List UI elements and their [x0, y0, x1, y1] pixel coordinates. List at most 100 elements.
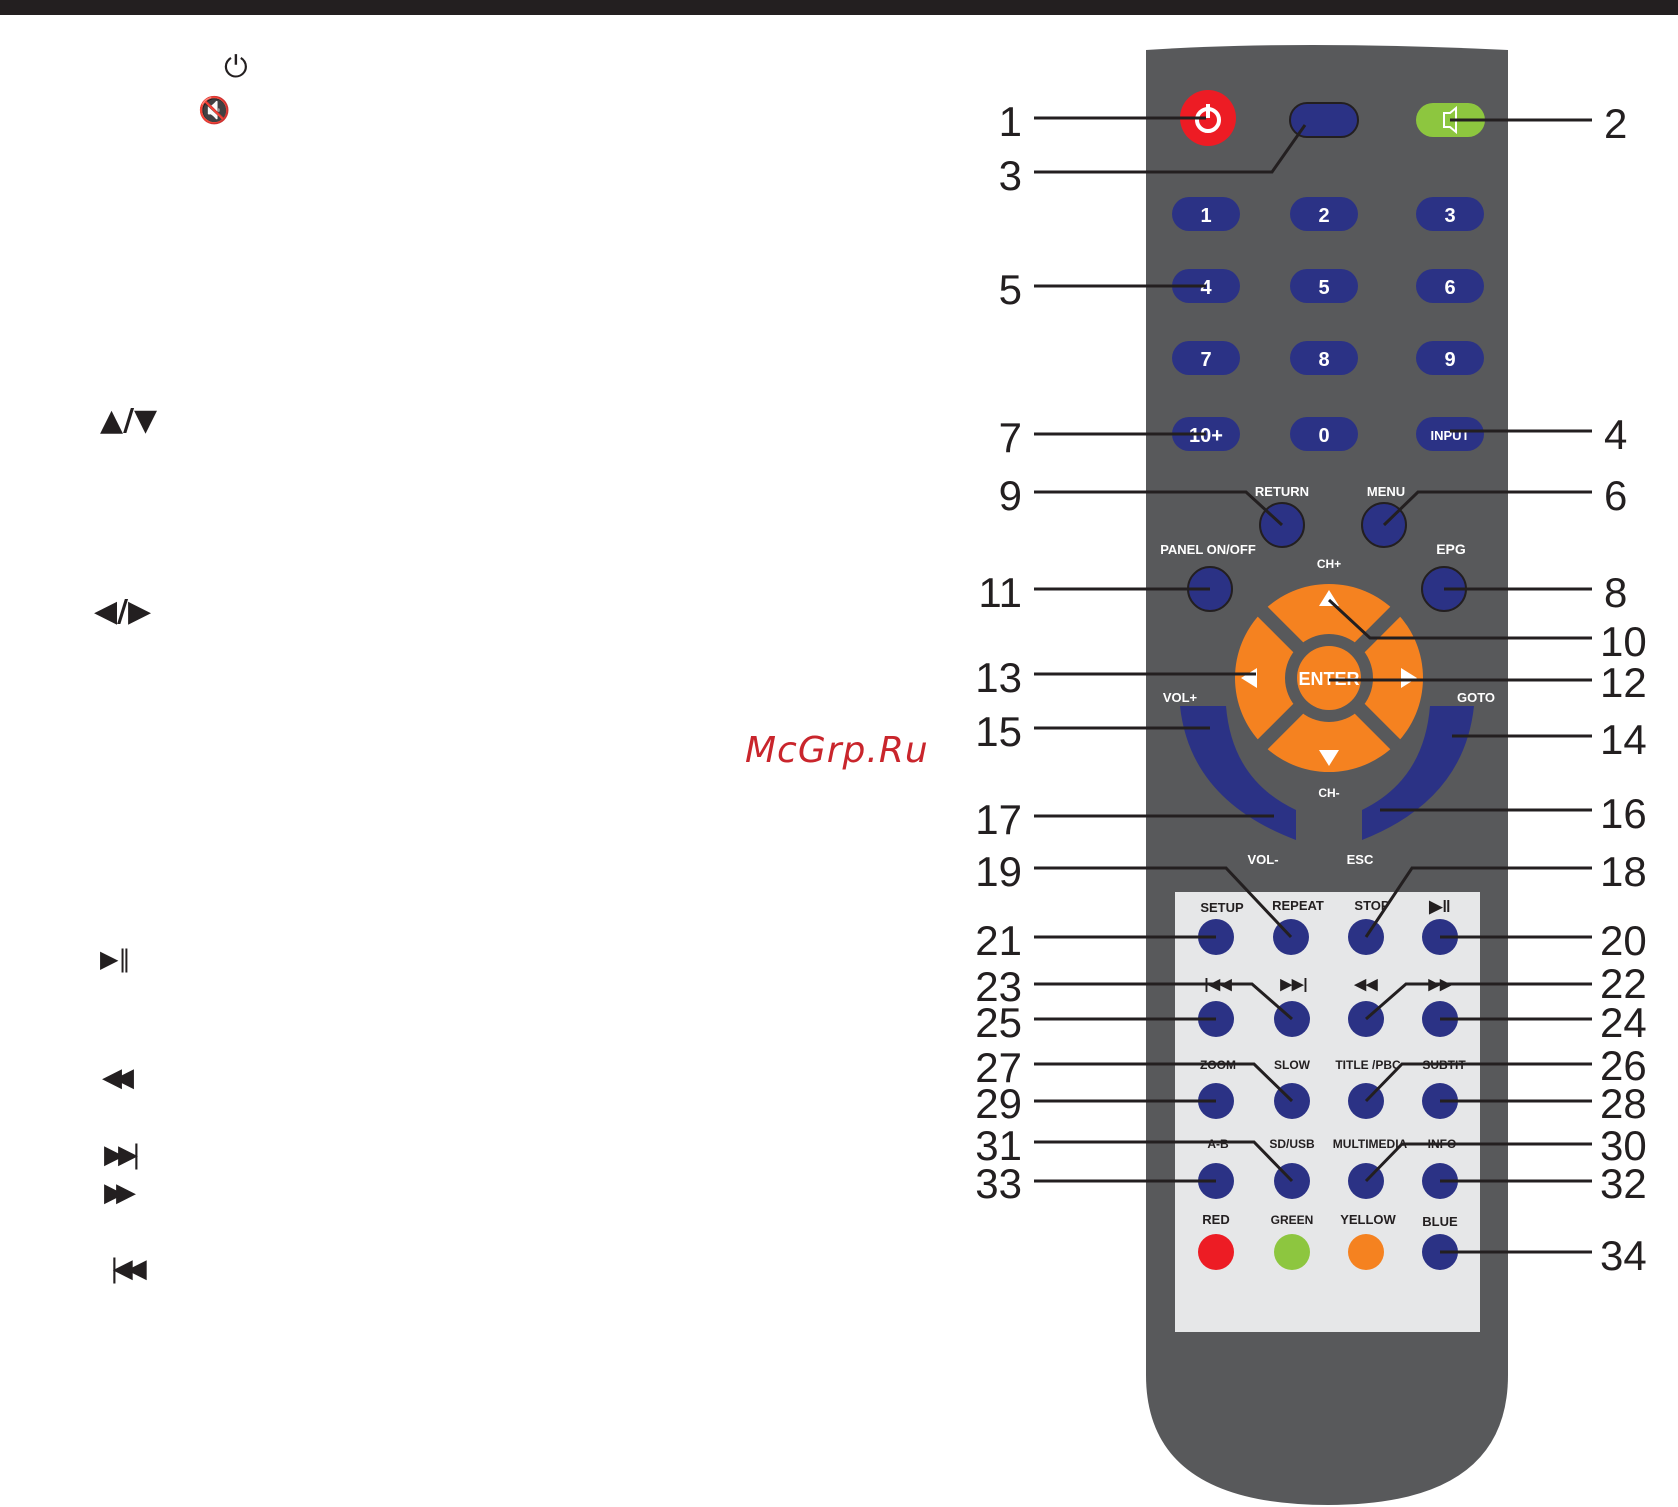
- slow-label: SLOW: [1274, 1058, 1311, 1072]
- yellow-button[interactable]: [1348, 1234, 1384, 1270]
- callout-number-6: 6: [1604, 472, 1627, 519]
- digit-label-9: 9: [1444, 349, 1455, 371]
- callout-number-1: 1: [999, 98, 1022, 145]
- volume-arc[interactable]: [1180, 706, 1296, 840]
- digit-key-6[interactable]: [1416, 269, 1484, 303]
- goto-esc-arc[interactable]: [1362, 706, 1474, 840]
- goto-label: GOTO: [1457, 690, 1495, 705]
- digit-label-10plus: 10+: [1189, 425, 1223, 447]
- callout-number-3: 3: [999, 152, 1022, 199]
- digit-label-4: 4: [1200, 277, 1212, 299]
- digit-key-7[interactable]: [1172, 341, 1240, 375]
- play-pause-key-label: ▶‖: [1428, 897, 1451, 916]
- callout-line-3: [1034, 124, 1307, 174]
- callout-number-28: 28: [1600, 1080, 1647, 1127]
- callout-number-16: 16: [1600, 790, 1647, 837]
- green-label: GREEN: [1271, 1213, 1314, 1227]
- callout-number-7: 7: [999, 414, 1022, 461]
- setup-label: SETUP: [1200, 900, 1244, 915]
- callout-line-31: [1034, 1140, 1294, 1183]
- right-callout-lines: [1327, 118, 1592, 1254]
- blank-navy-button[interactable]: [1289, 102, 1359, 138]
- power-icon: ⏻: [224, 50, 248, 85]
- callout-line-26: [1364, 1062, 1592, 1103]
- digit-key-1[interactable]: [1172, 197, 1240, 231]
- callout-line-19: [1034, 866, 1293, 939]
- callout-number-22: 22: [1600, 960, 1647, 1007]
- previous-track-icon: |◀◀: [110, 1254, 147, 1284]
- green-button[interactable]: [1274, 1234, 1310, 1270]
- digit-label-6: 6: [1444, 277, 1455, 299]
- epg-label: EPG: [1436, 541, 1466, 557]
- callout-number-4: 4: [1604, 411, 1627, 458]
- callout-line-22: [1365, 982, 1592, 1021]
- digit-label-0: 0: [1318, 425, 1329, 447]
- callout-number-10: 10: [1600, 618, 1647, 665]
- callout-number-8: 8: [1604, 569, 1627, 616]
- digit-label-8: 8: [1318, 349, 1329, 371]
- ch-down-label: CH-: [1318, 786, 1339, 800]
- next-key-label: ▶▶|: [1279, 976, 1307, 993]
- digit-key-3[interactable]: [1416, 197, 1484, 231]
- digit-key-5[interactable]: [1290, 269, 1358, 303]
- yellow-label: YELLOW: [1340, 1212, 1396, 1227]
- callout-number-17: 17: [975, 796, 1022, 843]
- panel-onoff-label: PANEL ON/OFF: [1160, 542, 1256, 557]
- callout-line-30: [1364, 1142, 1592, 1183]
- digit-keys: [1172, 197, 1484, 451]
- return-label: RETURN: [1255, 484, 1309, 499]
- digit-key-8[interactable]: [1290, 341, 1358, 375]
- callout-number-33: 33: [975, 1160, 1022, 1207]
- input-key[interactable]: [1416, 417, 1484, 451]
- left-right-arrows-icon: ◀/▶: [94, 594, 152, 629]
- digit-label-7: 7: [1200, 349, 1211, 371]
- sdusb-label: SD/USB: [1269, 1137, 1315, 1151]
- ch-up-arrow-icon[interactable]: [1319, 590, 1339, 606]
- digit-key-0[interactable]: [1290, 417, 1358, 451]
- callout-number-30: 30: [1600, 1122, 1647, 1169]
- callout-number-23: 23: [975, 963, 1022, 1010]
- digit-key-2[interactable]: [1290, 197, 1358, 231]
- ch-down-arrow-icon[interactable]: [1319, 750, 1339, 766]
- callout-line-9: [1034, 490, 1284, 527]
- right-arrow-icon[interactable]: [1401, 668, 1417, 688]
- callout-number-12: 12: [1600, 659, 1647, 706]
- vol-down-label: VOL-: [1247, 852, 1278, 867]
- callout-number-24: 24: [1600, 999, 1647, 1046]
- callout-number-25: 25: [975, 999, 1022, 1046]
- vol-up-label: VOL+: [1163, 690, 1198, 705]
- callout-number-32: 32: [1600, 1160, 1647, 1207]
- callout-line-6: [1382, 490, 1592, 527]
- enter-button[interactable]: [1297, 646, 1361, 710]
- callout-number-29: 29: [975, 1080, 1022, 1127]
- up-down-arrows-icon: ▲/▼: [100, 403, 158, 438]
- callout-number-19: 19: [975, 848, 1022, 895]
- mute-icon: 🔇: [198, 96, 231, 126]
- callout-number-13: 13: [975, 654, 1022, 701]
- digit-label-5: 5: [1318, 277, 1329, 299]
- digit-label-1: 1: [1200, 205, 1211, 227]
- menu-label: MENU: [1367, 484, 1405, 499]
- callout-number-14: 14: [1600, 716, 1647, 763]
- callout-number-26: 26: [1600, 1042, 1647, 1089]
- repeat-label: REPEAT: [1272, 898, 1324, 913]
- callout-number-21: 21: [975, 917, 1022, 964]
- callout-line-27: [1034, 1062, 1294, 1103]
- callout-number-20: 20: [1600, 917, 1647, 964]
- digit-label-2: 2: [1318, 205, 1329, 227]
- callout-number-11: 11: [978, 569, 1022, 616]
- callout-number-18: 18: [1600, 848, 1647, 895]
- red-button[interactable]: [1198, 1234, 1234, 1270]
- esc-label: ESC: [1347, 852, 1374, 867]
- ch-up-label: CH+: [1317, 557, 1341, 571]
- digit-key-9[interactable]: [1416, 341, 1484, 375]
- callout-number-9: 9: [999, 472, 1022, 519]
- multimedia-label: MULTIMEDIA: [1333, 1137, 1408, 1151]
- callout-number-15: 15: [975, 708, 1022, 755]
- watermark-text: McGrp.Ru: [745, 730, 929, 771]
- next-track-icon: ▶▶|: [104, 1140, 141, 1170]
- red-label: RED: [1202, 1212, 1229, 1227]
- callout-number-34: 34: [1600, 1232, 1647, 1279]
- play-pause-icon: ▶‖: [100, 945, 131, 973]
